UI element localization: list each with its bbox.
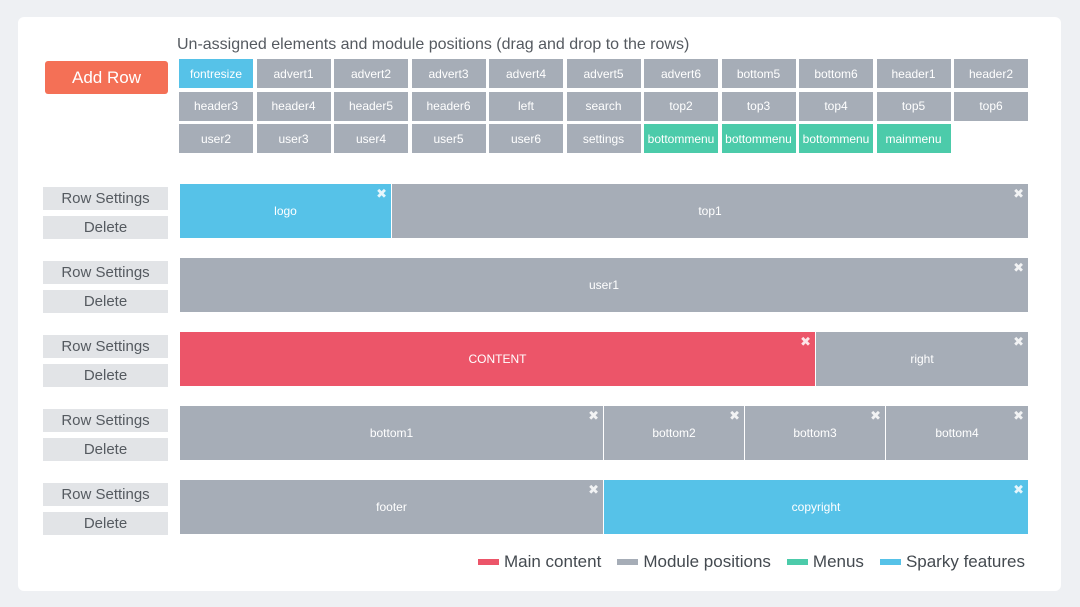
close-icon[interactable]: ✖ bbox=[376, 186, 387, 201]
unassigned-chip-advert3[interactable]: advert3 bbox=[411, 59, 486, 88]
unassigned-chip-top4[interactable]: top4 bbox=[799, 91, 873, 121]
cell-label: user1 bbox=[588, 278, 620, 292]
row-cell-right[interactable]: right ✖ bbox=[816, 332, 1028, 386]
unassigned-chip-top3[interactable]: top3 bbox=[721, 91, 796, 121]
unassigned-chip-user6[interactable]: user6 bbox=[489, 124, 563, 153]
legend-swatch bbox=[879, 559, 901, 565]
cell-label: bottom2 bbox=[652, 426, 696, 440]
legend-swatch bbox=[617, 559, 639, 565]
close-icon[interactable]: ✖ bbox=[870, 408, 881, 423]
row-cell-bottom4[interactable]: bottom4 ✖ bbox=[886, 406, 1028, 460]
legend-item-module: Module positions bbox=[617, 552, 771, 572]
cell-label: bottom3 bbox=[793, 426, 837, 440]
unassigned-chip-advert5[interactable]: advert5 bbox=[566, 59, 641, 88]
legend-item-main: Main content bbox=[477, 552, 602, 572]
close-icon[interactable]: ✖ bbox=[1013, 334, 1024, 349]
unassigned-chip-bottom5[interactable]: bottom5 bbox=[721, 59, 796, 88]
close-icon[interactable]: ✖ bbox=[1013, 186, 1024, 201]
legend-label: Sparky features bbox=[905, 552, 1025, 571]
unassigned-chip-user2[interactable]: user2 bbox=[179, 124, 253, 153]
unassigned-chip-header4[interactable]: header4 bbox=[256, 91, 331, 121]
legend-item-menu: Menus bbox=[786, 552, 864, 572]
unassigned-chip-search[interactable]: search bbox=[566, 91, 641, 121]
row-cell-top1[interactable]: top1 ✖ bbox=[392, 184, 1028, 238]
unassigned-chip-user4[interactable]: user4 bbox=[334, 124, 408, 153]
layout-row: footer ✖ copyright ✖ bbox=[180, 480, 1028, 534]
close-icon[interactable]: ✖ bbox=[1013, 260, 1024, 275]
cell-label: top1 bbox=[698, 204, 722, 218]
legend-label: Main content bbox=[503, 552, 602, 571]
row-cell-bottom1[interactable]: bottom1 ✖ bbox=[180, 406, 603, 460]
legend-label: Module positions bbox=[643, 552, 771, 571]
close-icon[interactable]: ✖ bbox=[729, 408, 740, 423]
unassigned-chip-top2[interactable]: top2 bbox=[644, 91, 718, 121]
close-icon[interactable]: ✖ bbox=[800, 334, 811, 349]
row-settings-button[interactable]: Row Settings bbox=[43, 483, 168, 506]
row-delete-button[interactable]: Delete bbox=[43, 438, 168, 461]
row-cell-bottom3[interactable]: bottom3 ✖ bbox=[745, 406, 885, 460]
legend-item-sparky: Sparky features bbox=[879, 552, 1025, 572]
cell-label: bottom4 bbox=[935, 426, 979, 440]
layout-row: bottom1 ✖ bottom2 ✖ bottom3 ✖ bottom4 ✖ bbox=[180, 406, 1028, 460]
cell-label: footer bbox=[376, 500, 407, 514]
unassigned-chip-left[interactable]: left bbox=[489, 91, 563, 121]
unassigned-chip-bottommenu[interactable]: bottommenu bbox=[644, 124, 718, 153]
cell-label: right bbox=[910, 352, 934, 366]
close-icon[interactable]: ✖ bbox=[588, 408, 599, 423]
cell-label: copyright bbox=[791, 500, 841, 514]
unassigned-chip-fontresize[interactable]: fontresize bbox=[179, 59, 253, 88]
pool-title: Un-assigned elements and module position… bbox=[177, 36, 690, 53]
row-settings-button[interactable]: Row Settings bbox=[43, 261, 168, 284]
unassigned-chip-bottom6[interactable]: bottom6 bbox=[799, 59, 873, 88]
layout-row: CONTENT ✖ right ✖ bbox=[180, 332, 1028, 386]
unassigned-chip-advert4[interactable]: advert4 bbox=[489, 59, 563, 88]
close-icon[interactable]: ✖ bbox=[1013, 408, 1024, 423]
row-settings-button[interactable]: Row Settings bbox=[43, 409, 168, 432]
close-icon[interactable]: ✖ bbox=[588, 482, 599, 497]
unassigned-chip-settings[interactable]: settings bbox=[566, 124, 641, 153]
layout-row: logo ✖ top1 ✖ bbox=[180, 184, 1028, 238]
unassigned-chip-header1[interactable]: header1 bbox=[876, 59, 951, 88]
unassigned-chip-advert1[interactable]: advert1 bbox=[256, 59, 331, 88]
legend-label: Menus bbox=[812, 552, 864, 571]
legend-swatch bbox=[477, 559, 499, 565]
unassigned-chip-header3[interactable]: header3 bbox=[179, 91, 253, 121]
row-delete-button[interactable]: Delete bbox=[43, 290, 168, 313]
unassigned-chip-user3[interactable]: user3 bbox=[256, 124, 331, 153]
row-cell-logo[interactable]: logo ✖ bbox=[180, 184, 391, 238]
row-cell-footer[interactable]: footer ✖ bbox=[180, 480, 603, 534]
layout-row: user1 ✖ bbox=[180, 258, 1028, 312]
legend-swatch bbox=[786, 559, 808, 565]
row-delete-button[interactable]: Delete bbox=[43, 364, 168, 387]
unassigned-chip-header2[interactable]: header2 bbox=[954, 59, 1028, 88]
unassigned-chip-bottommenu[interactable]: bottommenu bbox=[799, 124, 873, 153]
row-cell-bottom2[interactable]: bottom2 ✖ bbox=[604, 406, 744, 460]
unassigned-chip-top5[interactable]: top5 bbox=[876, 91, 951, 121]
row-delete-button[interactable]: Delete bbox=[43, 216, 168, 239]
close-icon[interactable]: ✖ bbox=[1013, 482, 1024, 497]
cell-label: logo bbox=[274, 204, 297, 218]
cell-label: CONTENT bbox=[468, 352, 527, 366]
legend: Main content Module positions Menus Sparky … bbox=[462, 552, 1025, 572]
unassigned-chip-advert6[interactable]: advert6 bbox=[644, 59, 718, 88]
row-settings-button[interactable]: Row Settings bbox=[43, 335, 168, 358]
unassigned-chip-bottommenu[interactable]: bottommenu bbox=[721, 124, 796, 153]
cell-label: bottom1 bbox=[369, 426, 414, 440]
row-cell-user1[interactable]: user1 ✖ bbox=[180, 258, 1028, 312]
unassigned-chip-user5[interactable]: user5 bbox=[411, 124, 486, 153]
add-row-button[interactable]: Add Row bbox=[45, 61, 168, 94]
row-settings-button[interactable]: Row Settings bbox=[43, 187, 168, 210]
unassigned-chip-mainmenu[interactable]: mainmenu bbox=[876, 124, 951, 153]
row-cell-copyright[interactable]: copyright ✖ bbox=[604, 480, 1028, 534]
unassigned-chip-header5[interactable]: header5 bbox=[334, 91, 408, 121]
unassigned-chip-header6[interactable]: header6 bbox=[411, 91, 486, 121]
row-cell-content[interactable]: CONTENT ✖ bbox=[180, 332, 815, 386]
row-delete-button[interactable]: Delete bbox=[43, 512, 168, 535]
unassigned-chip-advert2[interactable]: advert2 bbox=[334, 59, 408, 88]
unassigned-chip-top6[interactable]: top6 bbox=[954, 91, 1028, 121]
